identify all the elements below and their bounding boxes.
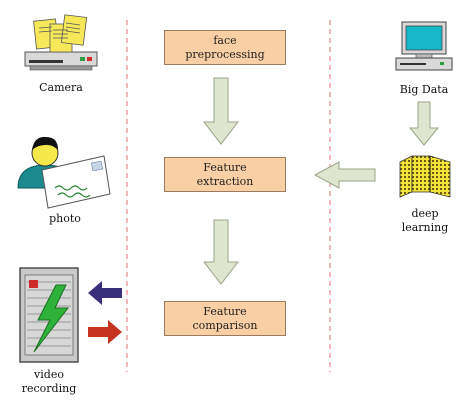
flow-arrow-down-2 bbox=[202, 219, 240, 285]
feature-comparison-box: Feature comparison bbox=[164, 301, 286, 336]
face-preprocessing-box: face preprocessing bbox=[164, 30, 286, 65]
video-recording-label: video recording bbox=[21, 368, 77, 395]
camera-icon bbox=[24, 14, 98, 71]
camera-label: Camera bbox=[39, 81, 83, 94]
photo-icon bbox=[17, 136, 111, 209]
deep-learning-label: deep learning bbox=[401, 207, 449, 234]
feature-extraction-box: Feature extraction bbox=[164, 157, 286, 192]
flow-arrow-left bbox=[313, 161, 376, 189]
video-recording-icon bbox=[19, 267, 79, 363]
input-arrow-icon bbox=[88, 320, 122, 344]
big-data-label: Big Data bbox=[399, 83, 449, 96]
flow-arrow-down-right bbox=[408, 101, 440, 146]
flow-arrow-down-1 bbox=[202, 77, 240, 145]
photo-label: photo bbox=[49, 212, 81, 225]
output-arrow-icon bbox=[88, 281, 122, 305]
deep-learning-icon bbox=[399, 155, 451, 198]
computer-icon bbox=[395, 21, 453, 71]
